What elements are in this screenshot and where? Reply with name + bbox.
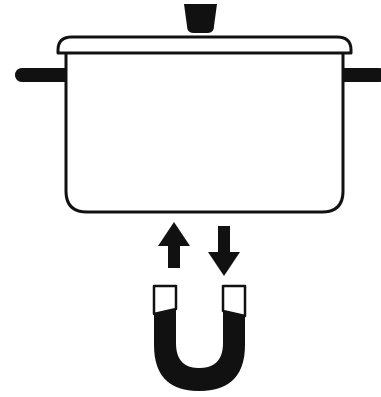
pot-body — [66, 53, 343, 212]
magnet-right-pole-tip — [223, 286, 245, 316]
lid-knob — [184, 4, 217, 33]
arrow-down-icon — [208, 226, 240, 276]
magnet-left-pole-tip — [154, 286, 176, 314]
cooking-pot-icon — [15, 4, 381, 212]
lid — [58, 37, 351, 53]
arrow-up-icon — [158, 222, 190, 268]
horseshoe-magnet-icon — [154, 286, 245, 391]
